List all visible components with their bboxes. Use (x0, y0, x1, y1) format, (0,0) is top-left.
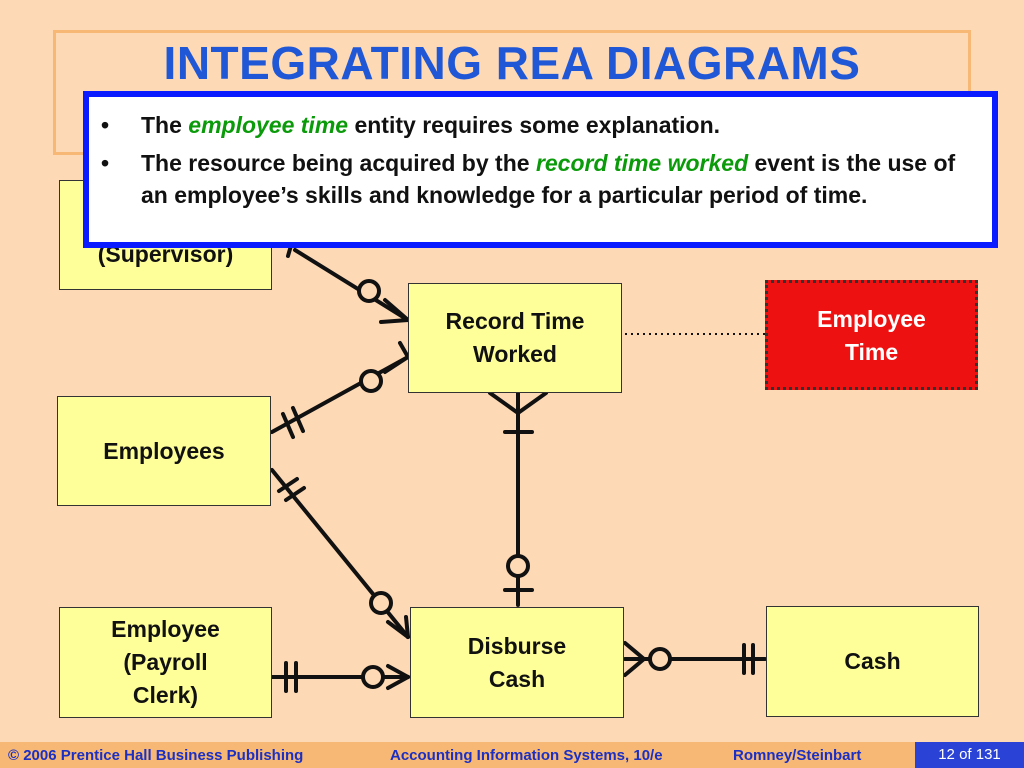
optional-circle-clerk (361, 665, 385, 689)
entity-disburse-cash-label: Disburse Cash (467, 632, 567, 692)
crowfoot-record-b (516, 391, 548, 415)
callout-bullet-2: • The resource being acquired by the rec… (101, 147, 972, 211)
entity-record-time-worked-label: Record Time Worked (445, 308, 585, 367)
callout-bullet-1: • The employee time entity requires some… (101, 109, 972, 141)
entity-payroll-clerk: Employee (Payroll Clerk) (59, 607, 272, 718)
crowfoot-supervisor-a (383, 298, 410, 322)
entity-cash-label: Cash (844, 648, 901, 674)
bullet-1-text-end: entity requires some explanation. (348, 112, 721, 138)
optional-circle-employees-disburse (369, 591, 393, 615)
crowfoot-record-a (488, 391, 520, 415)
tick-employees-record-1 (281, 412, 295, 439)
footer-authors: Romney/Steinbart (733, 747, 862, 764)
crowfoot-supervisor-b (379, 318, 410, 324)
crowfoot-disburse-a (623, 641, 646, 661)
crowfoot-employees-disburse-b (404, 615, 410, 639)
entity-employee-time: Employee Time (765, 280, 978, 390)
line-supervisor-record (293, 248, 410, 322)
footer-book: Accounting Information Systems, 10/e (390, 747, 663, 764)
tick-employees-disburse-1 (277, 477, 299, 493)
entity-cash: Cash (766, 606, 979, 717)
callout-bullet-1-text: The employee time entity requires some e… (141, 109, 720, 141)
crowfoot-clerk-b (386, 675, 410, 690)
crowfoot-disburse-b (623, 657, 646, 677)
entity-employees-label: Employees (103, 437, 225, 464)
optional-circle-supervisor (357, 279, 381, 303)
entity-disburse-cash: Disburse Cash (410, 607, 624, 718)
tick-employees-record-2 (291, 406, 305, 433)
entity-employee-time-label: Employee Time (817, 306, 926, 365)
crowfoot-employees-record-a (383, 355, 410, 374)
entity-employees: Employees (57, 396, 271, 506)
footer-copyright: © 2006 Prentice Hall Business Publishing (8, 747, 304, 764)
entity-record-time-worked: Record Time Worked (408, 283, 622, 393)
bullet-2-text-start: The resource being acquired by the (141, 150, 536, 176)
callout-bullet-2-text: The resource being acquired by the recor… (141, 147, 972, 211)
emphasis-record-time-worked: record time worked (535, 150, 749, 176)
optional-circle-employees-record (359, 369, 383, 393)
entity-payroll-clerk-label: Employee (Payroll Clerk) (111, 616, 220, 708)
emphasis-employee-time: employee time (188, 112, 349, 138)
bullet-marker: • (101, 150, 110, 176)
optional-circle-disburse-top (506, 554, 530, 578)
slide-title: INTEGRATING REA DIAGRAMS (163, 37, 861, 89)
bullet-1-text-start: The (141, 112, 189, 138)
bullet-marker: • (101, 112, 110, 138)
crowfoot-clerk-a (386, 664, 410, 679)
crowfoot-employees-record-b (398, 341, 410, 359)
bullet-2-text-end: event is the use of an employee’s skills… (141, 150, 956, 208)
footer-bar: © 2006 Prentice Hall Business Publishing… (0, 742, 1024, 768)
crowfoot-employees-disburse-a (386, 620, 410, 639)
explanation-callout: • The employee time entity requires some… (83, 91, 998, 248)
tick-employees-disburse-2 (284, 486, 306, 502)
optional-circle-cash (648, 647, 672, 671)
page-number: 12 of 131 (915, 742, 1024, 768)
